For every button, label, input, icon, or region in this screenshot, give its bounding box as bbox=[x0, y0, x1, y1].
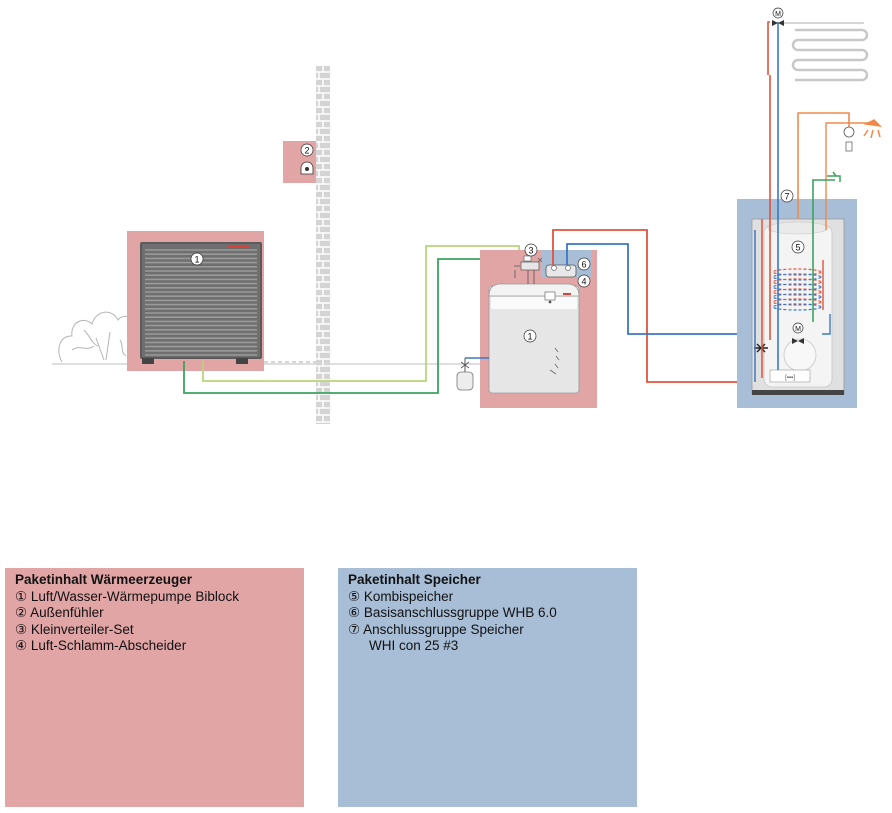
legend-item-5-label: Kombispeicher bbox=[363, 588, 454, 604]
pipe-cold-green bbox=[812, 179, 835, 322]
legend-item-5: ⑤ Kombispeicher bbox=[348, 589, 627, 606]
marker-5: 5 bbox=[795, 243, 800, 253]
legend-item-6-label: Basisanschlussgruppe WHB 6.0 bbox=[363, 605, 557, 620]
pipe-tank-blue-right bbox=[822, 314, 831, 335]
pipe-dhw-orange2 bbox=[825, 122, 871, 230]
heat-exchanger-coil bbox=[772, 298, 822, 306]
legend-item-7-continuation: WHI con 25 #3 bbox=[369, 638, 459, 653]
legend-item-2-num: ② bbox=[15, 605, 28, 620]
outdoor-sensor-icon bbox=[300, 161, 314, 175]
legend-item-2: ② Außenfühler bbox=[15, 605, 294, 622]
svg-text:[▪▪▪]: [▪▪▪] bbox=[785, 375, 795, 381]
legend-item-5-num: ⑤ bbox=[348, 588, 361, 604]
legend-item-6: ⑥ Basisanschlussgruppe WHB 6.0 bbox=[348, 605, 627, 622]
heat-exchanger-coil bbox=[772, 303, 822, 311]
radiator-icon bbox=[791, 28, 869, 82]
marker-3: 3 bbox=[528, 246, 533, 256]
legend-storage-title: Paketinhalt Speicher bbox=[348, 572, 481, 587]
legend-item-2-label: Außenfühler bbox=[30, 605, 104, 620]
heat-exchanger-coil bbox=[772, 293, 822, 301]
pipe-flow-red bbox=[552, 229, 755, 383]
legend-item-3-num: ③ bbox=[15, 621, 28, 637]
mixer-valve-icon bbox=[754, 343, 768, 353]
legend-item-6-num: ⑥ bbox=[348, 605, 361, 620]
heat-exchanger-coil bbox=[772, 288, 822, 296]
heat-exchanger-coil bbox=[772, 268, 822, 276]
legend-item-7-num: ⑦ bbox=[348, 621, 361, 637]
legend-item-1: ① Luft/Wasser-Wärmepumpe Biblock bbox=[15, 589, 294, 606]
legend-item-4-num: ④ bbox=[15, 638, 28, 653]
motor-valve-top-label: M bbox=[775, 11, 781, 18]
legend-item-7-label: Anschlussgruppe Speicher bbox=[363, 621, 524, 637]
thermostatic-valve-icon bbox=[843, 126, 855, 152]
pipe-tank-red bbox=[767, 21, 770, 75]
heat-exchanger-coil bbox=[772, 278, 822, 286]
marker-1-outdoor: 1 bbox=[194, 255, 199, 265]
legend-heat-generator-title: Paketinhalt Wärmeerzeuger bbox=[15, 572, 193, 587]
marker-2: 2 bbox=[304, 146, 309, 156]
legend-storage: Paketinhalt Speicher ⑤ Kombispeicher ⑥ B… bbox=[338, 568, 637, 807]
motor-valve-top-icon bbox=[772, 20, 784, 26]
legend-heat-generator: Paketinhalt Wärmeerzeuger ① Luft/Wasser-… bbox=[5, 568, 304, 807]
legend-item-1-num: ① bbox=[15, 588, 28, 604]
marker-6: 6 bbox=[581, 260, 586, 270]
tap-icon bbox=[827, 171, 841, 182]
bush-icon bbox=[58, 311, 138, 363]
marker-1-indoor: 1 bbox=[527, 332, 532, 342]
legend-item-3-label: Kleinverteiler-Set bbox=[30, 621, 134, 637]
sludge-separator-icon bbox=[545, 264, 577, 278]
legend-item-1-label: Luft/Wasser-Wärmepumpe Biblock bbox=[30, 588, 239, 604]
outdoor-wall bbox=[316, 65, 330, 424]
shower-icon bbox=[863, 119, 883, 139]
marker-4: 4 bbox=[581, 277, 586, 287]
distributor-set-icon bbox=[514, 255, 543, 284]
expansion-vessel-icon bbox=[456, 357, 489, 391]
motor-valve-tank-icon bbox=[792, 338, 804, 344]
heat-exchanger-coil bbox=[772, 283, 822, 291]
legend-item-3: ③ Kleinverteiler-Set bbox=[15, 622, 294, 639]
heat-exchanger-coil bbox=[772, 273, 822, 281]
legend-item-7: ⑦ Anschlussgruppe Speicher bbox=[348, 622, 627, 639]
pipe-return-blue bbox=[566, 243, 760, 335]
pipe-dhw-orange bbox=[797, 112, 850, 219]
legend-item-4-label: Luft-Schlamm-Abscheider bbox=[30, 638, 187, 653]
marker-7: 7 bbox=[784, 192, 789, 202]
motor-valve-tank-label: M bbox=[795, 326, 801, 333]
legend-item-4: ④ Luft-Schlamm-Abscheider bbox=[15, 638, 294, 655]
